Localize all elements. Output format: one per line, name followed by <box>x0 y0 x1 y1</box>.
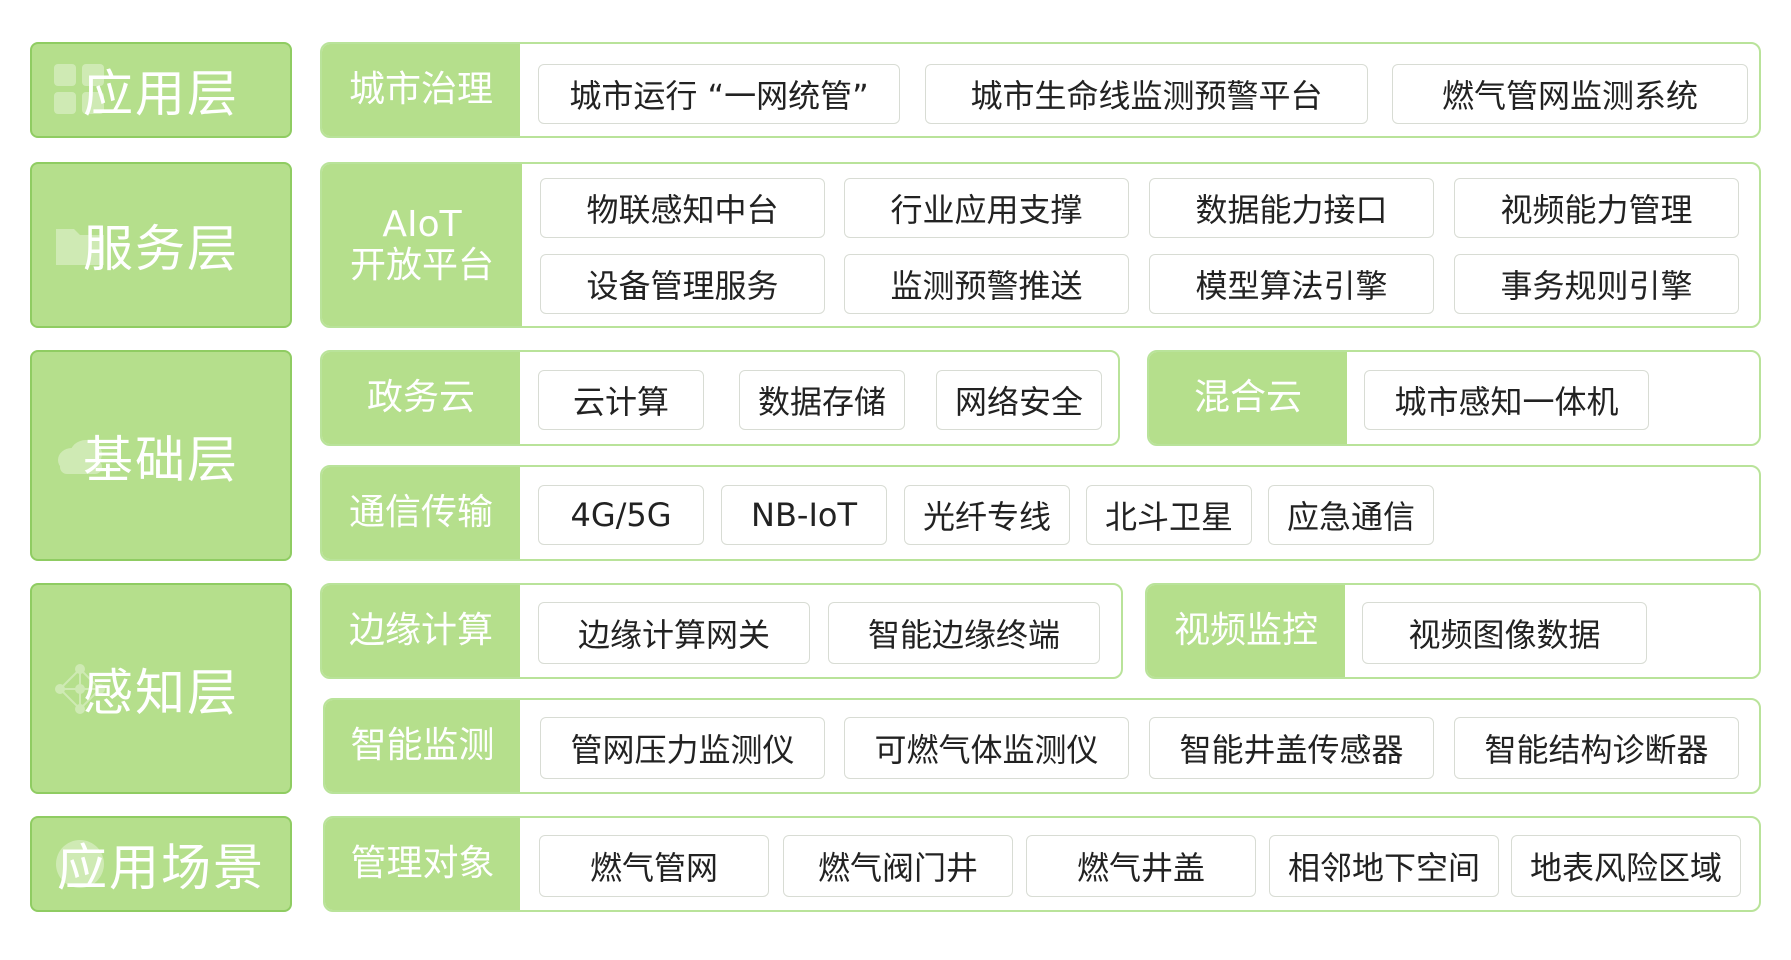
item-box: 模型算法引擎 <box>1149 254 1434 314</box>
row-video-monitoring: 视频监控 视频图像数据 <box>1145 583 1761 679</box>
item-box: 视频能力管理 <box>1454 178 1739 238</box>
globe-icon <box>56 840 104 888</box>
layer-title: 应用场景 <box>57 839 265 897</box>
item-box: 北斗卫星 <box>1086 485 1252 545</box>
category-label: 混合云 <box>1149 352 1347 444</box>
category-line: 开放平台 <box>349 245 494 286</box>
folder-icon <box>56 229 104 265</box>
category-label: 智能监测 <box>325 700 520 792</box>
layer-title: 服务层 <box>83 220 239 278</box>
row-city-governance: 城市治理 城市运行 “一网统管” 城市生命线监测预警平台 燃气管网监测系统 <box>320 42 1761 138</box>
item-box: 燃气管网 <box>539 835 769 897</box>
item-box: 应急通信 <box>1268 485 1434 545</box>
network-icon <box>55 663 105 714</box>
item-box: 城市感知一体机 <box>1364 370 1649 430</box>
item-box: 智能井盖传感器 <box>1149 717 1434 779</box>
item-box: 城市生命线监测预警平台 <box>925 64 1368 124</box>
item-box: 云计算 <box>538 370 704 430</box>
row-edge-computing: 边缘计算 边缘计算网关 智能边缘终端 <box>320 583 1123 679</box>
item-box: 燃气井盖 <box>1026 835 1256 897</box>
item-box: 智能结构诊断器 <box>1454 717 1739 779</box>
layer-title: 感知层 <box>83 663 239 722</box>
row-communication: 通信传输 4G/5G NB-IoT 光纤专线 北斗卫星 应急通信 <box>320 465 1761 561</box>
layer-service: 服务层 <box>30 162 292 328</box>
item-box: 城市运行 “一网统管” <box>538 64 900 124</box>
item-box: 事务规则引擎 <box>1454 254 1739 314</box>
layer-title: 基础层 <box>83 430 239 489</box>
category-label: 视频监控 <box>1147 585 1345 677</box>
row-management-objects: 管理对象 燃气管网 燃气阀门井 燃气井盖 相邻地下空间 地表风险区域 <box>323 816 1761 912</box>
item-box: 4G/5G <box>538 485 704 545</box>
row-gov-cloud: 政务云 云计算 数据存储 网络安全 <box>320 350 1120 446</box>
item-box: 数据能力接口 <box>1149 178 1434 238</box>
row-smart-monitoring: 智能监测 管网压力监测仪 可燃气体监测仪 智能井盖传感器 智能结构诊断器 <box>323 698 1761 794</box>
item-box: 相邻地下空间 <box>1269 835 1499 897</box>
item-box: 边缘计算网关 <box>538 602 810 664</box>
item-box: 可燃气体监测仪 <box>844 717 1129 779</box>
item-box: 地表风险区域 <box>1511 835 1741 897</box>
category-label: 政务云 <box>322 352 520 444</box>
item-box: 燃气管网监测系统 <box>1392 64 1748 124</box>
row-aiot: AIoT 开放平台 物联感知中台 行业应用支撑 数据能力接口 视频能力管理 设备… <box>320 162 1761 328</box>
item-box: NB-IoT <box>721 485 887 545</box>
category-label: 管理对象 <box>325 818 520 910</box>
layer-application: 应用层 <box>30 42 292 138</box>
item-box: 行业应用支撑 <box>844 178 1129 238</box>
category-line: AIoT <box>382 203 462 245</box>
item-box: 燃气阀门井 <box>783 835 1013 897</box>
cloud-icon <box>58 439 102 474</box>
layer-foundation: 基础层 <box>30 350 292 561</box>
item-box: 视频图像数据 <box>1362 602 1647 664</box>
item-box: 智能边缘终端 <box>828 602 1100 664</box>
category-label: 城市治理 <box>322 44 520 136</box>
layer-title: 应用层 <box>83 65 239 123</box>
item-box: 监测预警推送 <box>844 254 1129 314</box>
category-label: 边缘计算 <box>322 585 520 677</box>
layer-scenario: 应用场景 <box>30 816 292 912</box>
item-box: 管网压力监测仪 <box>540 717 825 779</box>
row-hybrid-cloud: 混合云 城市感知一体机 <box>1147 350 1761 446</box>
item-box: 数据存储 <box>739 370 905 430</box>
grid-icon <box>54 64 104 114</box>
item-box: 光纤专线 <box>904 485 1070 545</box>
item-box: 物联感知中台 <box>540 178 825 238</box>
layer-perception: 感知层 <box>30 583 292 794</box>
category-label: AIoT 开放平台 <box>322 164 522 326</box>
item-box: 网络安全 <box>936 370 1102 430</box>
item-box: 设备管理服务 <box>540 254 825 314</box>
category-label: 通信传输 <box>322 467 520 559</box>
